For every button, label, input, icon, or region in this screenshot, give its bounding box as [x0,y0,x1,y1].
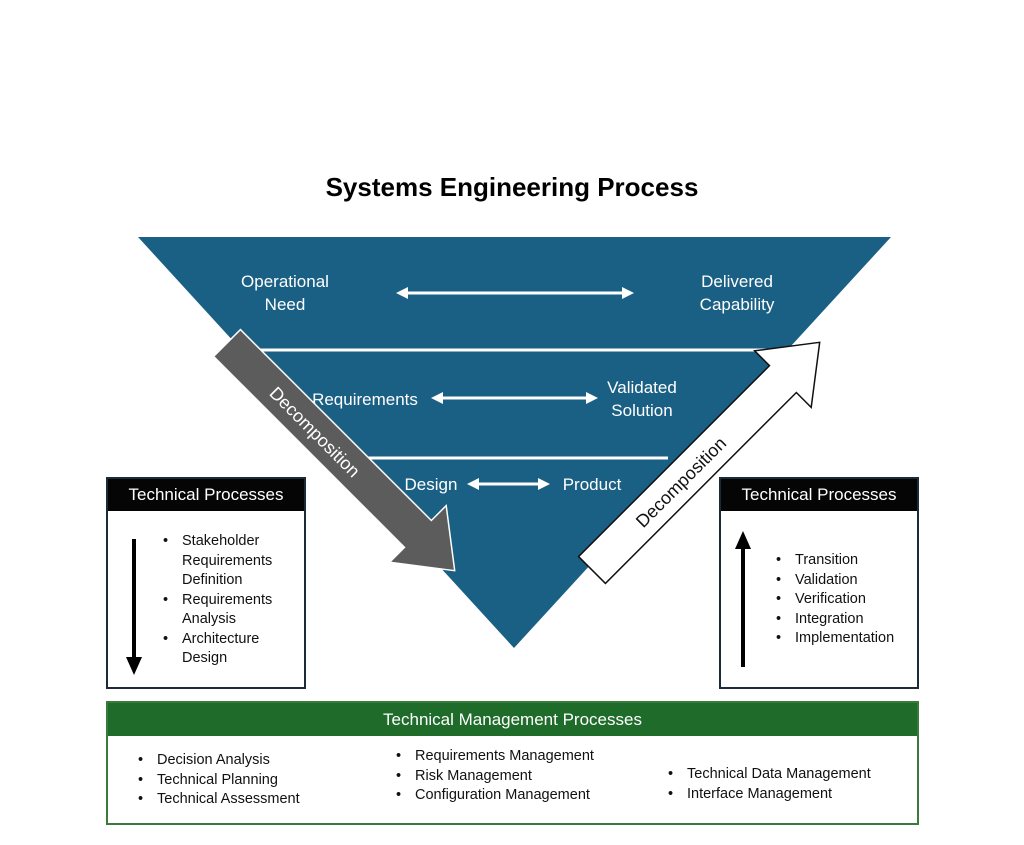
list-item: Technical Planning [138,771,300,791]
down-arrow-icon [126,539,142,675]
diagram-title: Systems Engineering Process [325,172,699,202]
process-triangle [138,237,891,648]
level2-left: Requirements [312,390,418,409]
technical-processes-right-header: Technical Processes [721,479,917,511]
list-item: Verification [776,590,916,610]
list-item: Integration [776,610,916,630]
technical-processes-left-list: Stakeholder Requirements Definition Requ… [163,532,298,669]
level3-left: Design [405,475,458,494]
list-item: Configuration Management [396,786,594,806]
list-item: Validation [776,571,916,591]
list-item: Architecture Design [163,630,298,669]
list-item: Technical Data Management [668,765,871,785]
level1-right-line2: Capability [700,295,775,314]
level1-left-line1: Operational [241,272,329,291]
technical-processes-right-list: Transition Validation Verification Integ… [776,551,916,649]
up-arrow-icon [735,531,751,667]
list-item: Implementation [776,629,916,649]
technical-processes-right-box: Technical Processes Transition Validatio… [719,477,919,689]
technical-management-box: Technical Management Processes Decision … [106,701,919,825]
list-item: Requirements Management [396,747,594,767]
list-item: Technical Assessment [138,790,300,810]
level2-right-line2: Solution [611,401,672,420]
list-item: Stakeholder Requirements Definition [163,532,298,591]
list-item: Transition [776,551,916,571]
tm-column-3: Technical Data Management Interface Mana… [668,765,871,804]
list-item: Requirements Analysis [163,591,298,630]
level3-right: Product [563,475,622,494]
technical-management-header: Technical Management Processes [108,703,917,736]
list-item: Interface Management [668,785,871,805]
tm-column-2: Requirements Management Risk Management … [396,747,594,806]
level2-right-line1: Validated [607,378,677,397]
list-item: Risk Management [396,767,594,787]
level1-right-line1: Delivered [701,272,773,291]
technical-processes-left-header: Technical Processes [108,479,304,511]
list-item: Decision Analysis [138,751,300,771]
technical-processes-left-box: Technical Processes Stakeholder Requirem… [106,477,306,689]
tm-column-1: Decision Analysis Technical Planning Tec… [138,751,300,810]
level1-left-line2: Need [265,295,306,314]
